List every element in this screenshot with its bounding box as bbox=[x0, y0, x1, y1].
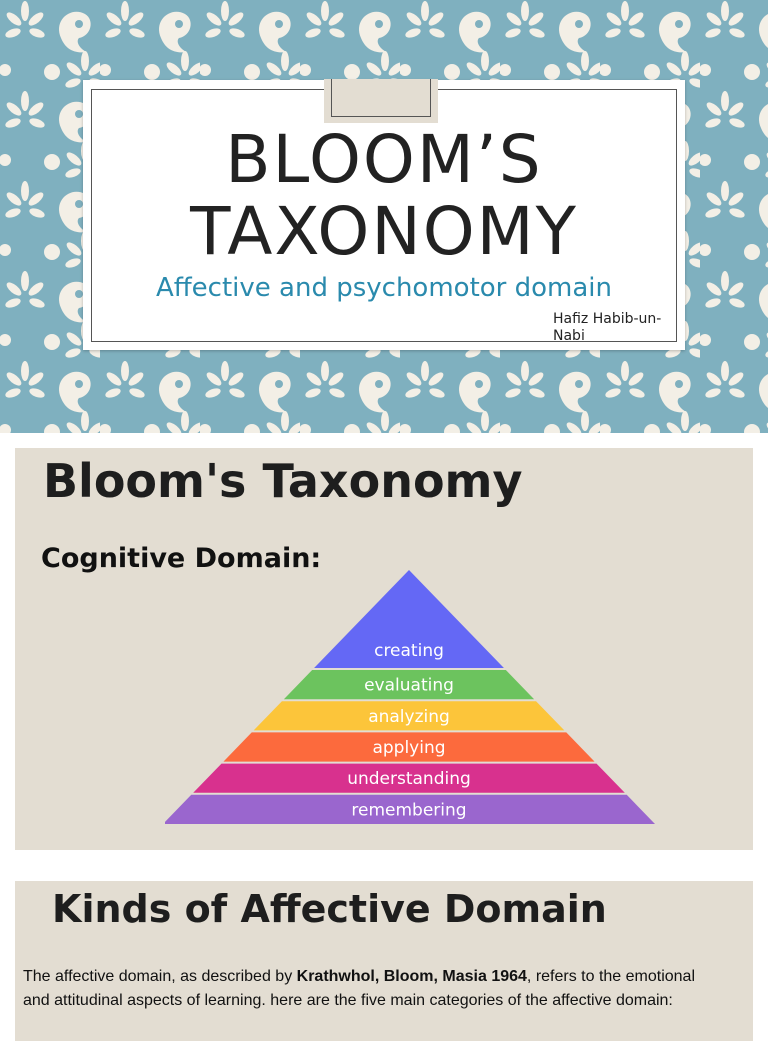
title-card-tab bbox=[324, 79, 438, 123]
slide-title: BLOOM’S TAXONOMY bbox=[83, 124, 685, 268]
pyramid-label-applying: applying bbox=[372, 738, 445, 758]
slide2-title: Bloom's Taxonomy bbox=[43, 454, 523, 508]
author-line1: Hafiz Habib-un- bbox=[553, 311, 662, 327]
pyramid-level-remembering bbox=[165, 794, 655, 824]
description-text-end: , refers to the emotional and attitudina… bbox=[23, 968, 696, 1009]
pyramid-label-evaluating: evaluating bbox=[364, 676, 454, 696]
author-name: Hafiz Habib-un- Nabi bbox=[553, 311, 673, 345]
blooms-taxonomy-slide: Bloom's Taxonomy Cognitive Domain: creat… bbox=[15, 448, 753, 850]
cognitive-domain-heading: Cognitive Domain: bbox=[41, 543, 322, 574]
cognitive-pyramid: creating evaluating analyzing applying under… bbox=[165, 570, 655, 824]
pyramid-label-analyzing: analyzing bbox=[368, 707, 450, 727]
pyramid-label-understanding: understanding bbox=[347, 769, 471, 789]
title-card: BLOOM’S TAXONOMY Affective and psychomot… bbox=[83, 79, 685, 350]
pyramid-label-remembering: remembering bbox=[351, 800, 466, 820]
pyramid-level-applying bbox=[223, 732, 595, 762]
slide3-title: Kinds of Affective Domain bbox=[52, 887, 607, 931]
pyramid-level-understanding bbox=[193, 763, 625, 793]
slide-subtitle: Affective and psychomotor domain bbox=[155, 273, 612, 303]
slide-title-line1: BLOOM’S bbox=[225, 121, 543, 198]
pyramid-level-evaluating bbox=[283, 670, 535, 700]
pyramid-level-analyzing bbox=[253, 701, 565, 731]
pyramid-label-creating: creating bbox=[374, 641, 444, 661]
pyramid-level-creating bbox=[314, 570, 504, 668]
title-slide: BLOOM’S TAXONOMY Affective and psychomot… bbox=[0, 0, 768, 433]
description-text-start: The affective domain, as described by bbox=[23, 968, 297, 985]
slide-title-line2: TAXONOMY bbox=[190, 193, 578, 270]
author-line2: Nabi bbox=[553, 328, 585, 344]
affective-domain-description: The affective domain, as described by Kr… bbox=[23, 965, 703, 1013]
affective-domain-slide: Kinds of Affective Domain The affective … bbox=[15, 881, 753, 1041]
description-authors: Krathwhol, Bloom, Masia 1964 bbox=[296, 968, 527, 985]
